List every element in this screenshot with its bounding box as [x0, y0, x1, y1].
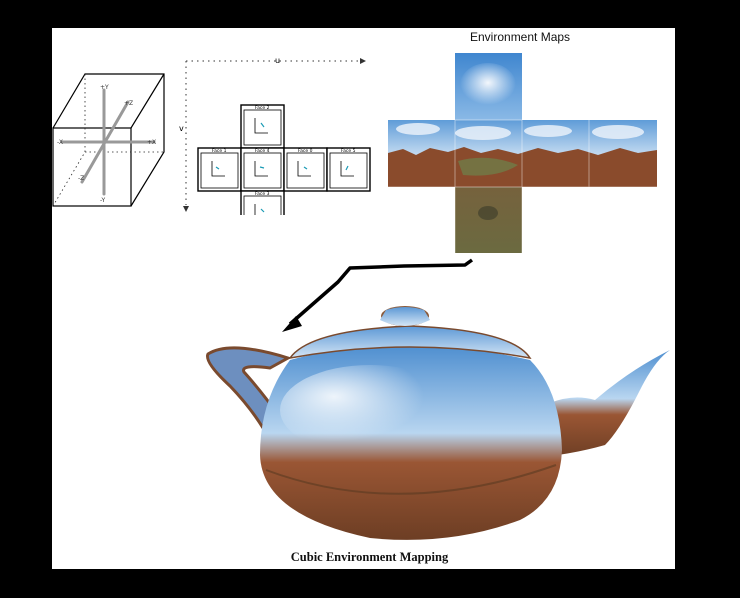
reflective-teapot: [205, 306, 670, 540]
u-axis-label: u: [275, 56, 280, 65]
face-label-0: Face 0: [298, 148, 313, 154]
axis-label-neg-x: -X: [57, 139, 63, 146]
map-face-bottom: [455, 187, 522, 253]
environment-maps-title: Environment Maps: [470, 30, 571, 44]
face-label-3: Face 3: [255, 191, 270, 197]
face-label-1: Face 1: [212, 148, 227, 154]
axis-label-neg-z: -Z: [78, 175, 84, 182]
axis-label-neg-y: -Y: [100, 197, 105, 204]
caption-text: Cubic Environment Mapping: [290, 550, 449, 564]
axis-label-pos-z: +Z: [124, 100, 133, 107]
figure-caption: Cubic Environment Mapping: [52, 550, 675, 565]
cube-diagram: +Y +Z -X +X -Z -Y: [52, 73, 165, 207]
environment-cube-map: [388, 53, 657, 253]
v-axis-label: v: [179, 124, 184, 133]
slide: +Y +Z -X +X -Z -Y u v: [52, 28, 675, 569]
mapping-arrow: [282, 258, 474, 332]
face-label-2: Face 2: [255, 105, 270, 111]
uv-face-layout: u v Face 2 Face 1 Face 4 Face 0 Face 5 F…: [179, 56, 371, 215]
face-label-5: Face 5: [341, 148, 356, 154]
axis-label-pos-y: +Y: [100, 84, 109, 91]
axis-label-pos-x: +X: [147, 139, 156, 146]
face-label-4: Face 4: [255, 148, 270, 154]
